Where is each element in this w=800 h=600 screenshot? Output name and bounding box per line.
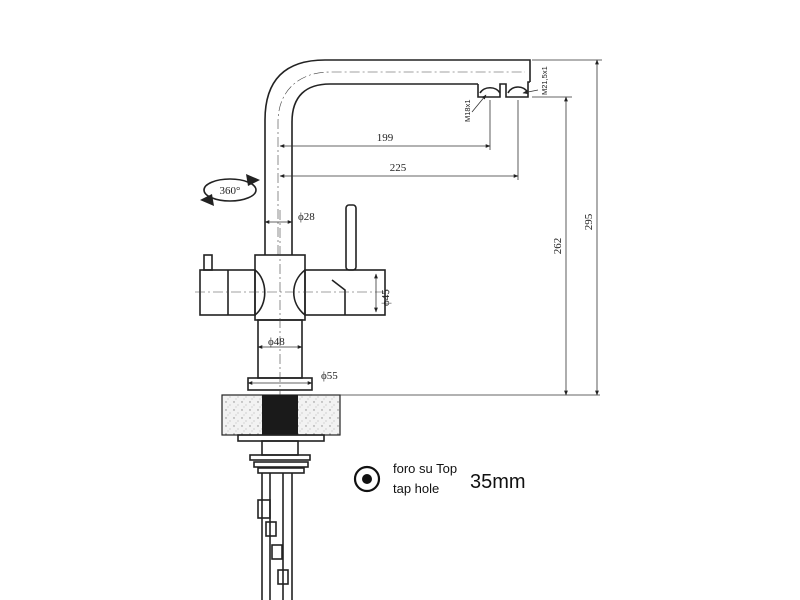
dimension-295: 295 [532, 59, 602, 396]
dim-label-pipe-diameter: ϕ28 [298, 211, 315, 223]
dim-label-body-diameter: ϕ48 [268, 336, 285, 348]
dimension-base-diameter: ϕ55 [247, 370, 338, 385]
mounting-hardware [237, 434, 325, 600]
dim-label-side-diameter: ϕ45 [380, 289, 392, 306]
small-outlet [479, 86, 501, 94]
dimension-pipe-diameter: ϕ28 [264, 211, 315, 224]
tap-hole-label-en: tap hole [393, 481, 439, 496]
dimension-body-diameter: ϕ48 [257, 336, 303, 349]
dim-label-295: 295 [583, 213, 595, 230]
dim-label-base-diameter: ϕ55 [321, 370, 338, 382]
tap-hole-legend: foro su Top tap hole 35mm [353, 461, 526, 496]
dimension-side-diameter: ϕ45 [374, 273, 392, 313]
thread-callouts: M18x1 M21,5x1 [463, 66, 549, 122]
dim-label-199: 199 [377, 132, 394, 144]
thread-label-small: M18x1 [463, 99, 472, 122]
rotation-label: 360° [220, 185, 241, 197]
countertop-section [221, 394, 600, 436]
dimension-262: 262 [532, 96, 572, 396]
thread-label-large: M21,5x1 [540, 66, 549, 95]
rotation-360-icon: 360° [200, 174, 260, 206]
tap-hole-symbol-icon [353, 465, 381, 493]
dimension-225: 225 [279, 100, 519, 180]
dim-label-262: 262 [552, 238, 564, 255]
dimension-199: 199 [279, 100, 491, 150]
tap-hole-size: 35mm [470, 471, 526, 493]
spout [264, 59, 531, 255]
faucet-body [195, 204, 392, 400]
tap-hole-label-it: foro su Top [393, 461, 457, 476]
dim-label-225: 225 [390, 162, 407, 174]
large-outlet [507, 86, 529, 94]
